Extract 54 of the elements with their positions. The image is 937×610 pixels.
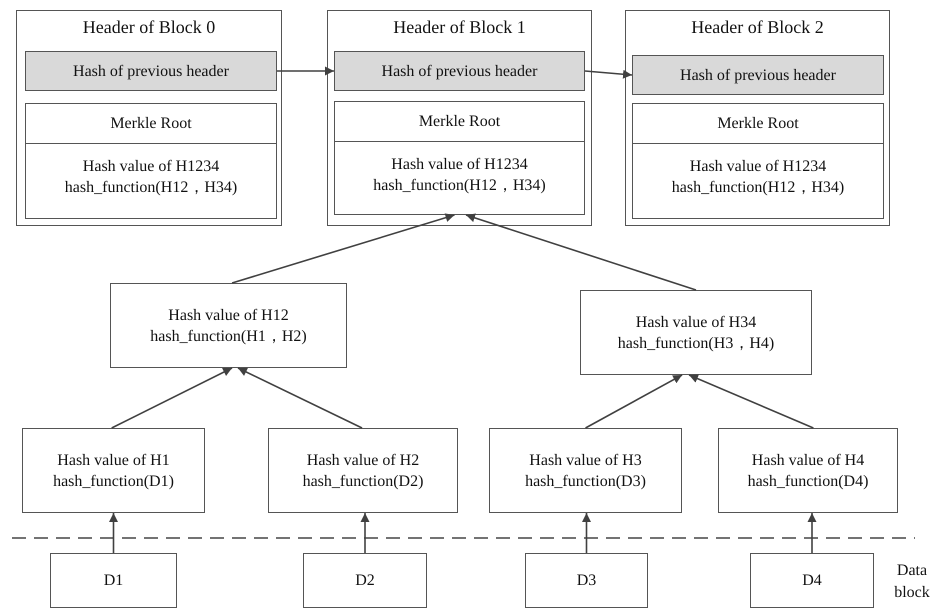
node-text: Hash value of H4 hash_function(D4) [746,450,870,492]
block-title: Header of Block 0 [82,17,216,38]
arrow [111,367,232,429]
node-text: Hash of previous header [380,62,538,82]
hash-box [268,428,458,513]
section-title: Merkle Root [633,104,883,144]
hash-box [50,553,177,608]
block-header-panel [327,10,592,226]
node-text: Hash value of H1234 hash_function(H12，H34) [670,157,846,198]
arrow [466,214,696,291]
block-title: Header of Block 1 [392,17,527,38]
hash-box [580,290,812,375]
arrow [808,513,816,553]
arrow [585,374,682,429]
hash-box [489,428,682,513]
block-title: Header of Block 2 [690,17,825,38]
arrow [584,70,632,79]
node-text: Hash value of H1234 hash_function(H12，H34) [64,157,238,198]
node-text: D4 [801,571,823,591]
hash-box [525,553,648,608]
merkle-root-box [25,103,277,219]
node-text: Hash value of H34 hash_function(H3，H4) [616,312,776,354]
hash-box [22,428,205,513]
arrow [688,374,814,429]
hash-box [750,553,874,608]
section-title: Merkle Root [26,104,276,144]
node-text: D3 [576,571,598,591]
hash-field [632,55,884,95]
section-title: Merkle Root [335,102,584,142]
merkle-root-box [334,101,585,215]
hash-box [718,428,898,513]
block-header-panel [625,10,890,226]
node-text: Hash value of H2 hash_function(D2) [302,450,424,492]
hash-field [334,51,585,91]
arrow [232,213,455,284]
node-text: Hash value of H1234 hash_function(H12，H34) [372,155,547,196]
hash-box [110,283,347,368]
side-label: Data block [893,561,931,603]
hash-box [303,553,427,608]
node-text: Hash value of H12 hash_function(H1，H2) [149,306,308,346]
node-text: Hash of previous header [679,66,837,86]
node-text: D2 [354,571,376,591]
arrow [582,513,591,553]
arrow [109,513,118,553]
hash-field [25,51,277,91]
arrow [277,66,334,76]
arrow [238,367,362,429]
node-text: Hash value of H3 hash_function(D3) [524,450,647,492]
node-text: Hash of previous header [72,62,230,82]
merkle-root-box [632,103,884,219]
block-header-panel [16,10,282,226]
arrow [360,513,370,553]
node-text: D1 [102,571,124,591]
node-text: Hash value of H1 hash_function(D1) [52,450,175,492]
